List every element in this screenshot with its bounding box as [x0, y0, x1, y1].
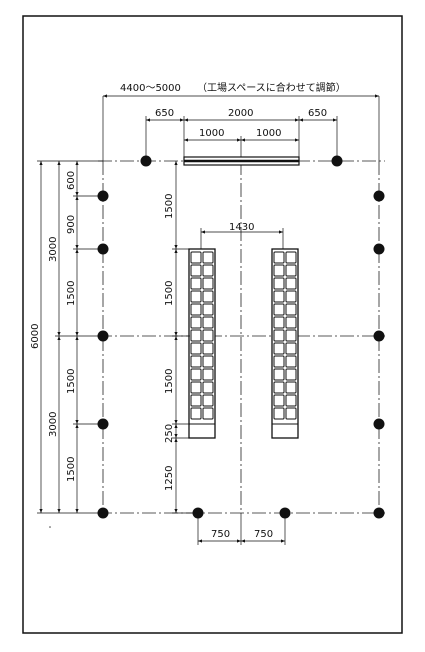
arrow-head	[180, 118, 184, 122]
arrow-head	[57, 332, 61, 336]
arrow-head	[57, 336, 61, 340]
arrow-head	[174, 424, 178, 428]
dim-half-right: 1000	[256, 128, 281, 139]
racks	[188, 248, 299, 439]
arrow-head	[174, 161, 178, 165]
arrow-head	[174, 245, 178, 249]
dim-inner-1250: 1250	[164, 466, 175, 491]
dim-seg-1500-b: 1500	[66, 369, 77, 394]
arrow-head	[146, 118, 150, 122]
arrow-head	[75, 196, 79, 200]
arrow-head	[237, 539, 241, 543]
arrow-head	[75, 245, 79, 249]
arrow-head	[281, 539, 285, 543]
dim-seg-1500-a: 1500	[66, 281, 77, 306]
dim-inner-1500-a: 1500	[164, 194, 175, 219]
center-lines	[98, 160, 385, 514]
dim-bottom-left: 750	[211, 529, 230, 540]
arrow-head	[198, 539, 202, 543]
arrow-head	[75, 424, 79, 428]
dim-inner-250: 250	[164, 424, 175, 443]
arrow-head	[295, 118, 299, 122]
arrow-head	[241, 539, 245, 543]
dim-center-span: 2000	[228, 108, 253, 119]
corner-mark	[49, 526, 51, 528]
dim-seg-900: 900	[66, 215, 77, 234]
overall-width-note: （工場スペースに合わせて調節）	[197, 81, 346, 94]
arrow-head	[201, 230, 205, 234]
arrow-head	[174, 420, 178, 424]
post	[373, 507, 385, 519]
post	[373, 190, 385, 202]
top-beam	[183, 156, 300, 166]
dim-inner-1500-c: 1500	[164, 369, 175, 394]
drawing-border	[22, 15, 403, 634]
arrow-head	[174, 509, 178, 513]
dim-seg-600: 600	[66, 171, 77, 190]
dimension-arrows	[39, 94, 379, 543]
arrow-head	[174, 249, 178, 253]
arrow-head	[237, 138, 241, 142]
dim-left-gap: 650	[155, 108, 174, 119]
rack-right	[271, 248, 299, 439]
arrow-head	[184, 118, 188, 122]
arrow-head	[241, 138, 245, 142]
arrow-head	[75, 420, 79, 424]
dim-lower-half: 3000	[48, 412, 59, 437]
dim-seg-1500-c: 1500	[66, 457, 77, 482]
posts	[97, 155, 385, 519]
arrow-head	[103, 94, 107, 98]
post	[373, 330, 385, 342]
arrow-head	[75, 509, 79, 513]
arrow-head	[174, 336, 178, 340]
arrow-head	[57, 161, 61, 165]
dim-total-height: 6000	[30, 324, 41, 349]
arrow-head	[174, 434, 178, 438]
arrow-head	[174, 438, 178, 442]
arrow-head	[279, 230, 283, 234]
arrow-head	[57, 509, 61, 513]
arrow-head	[39, 509, 43, 513]
rack-left	[188, 248, 216, 439]
arrow-head	[299, 118, 303, 122]
dim-inner-1500-b: 1500	[164, 281, 175, 306]
dim-rack-spacing: 1430	[229, 222, 254, 233]
arrow-head	[184, 138, 188, 142]
overall-width-label: 4400～5000	[120, 83, 181, 94]
post	[373, 243, 385, 255]
arrow-head	[174, 332, 178, 336]
dim-upper-half: 3000	[48, 237, 59, 262]
arrow-head	[39, 161, 43, 165]
dim-bottom-right: 750	[254, 529, 273, 540]
dim-right-gap: 650	[308, 108, 327, 119]
arrow-head	[75, 192, 79, 196]
arrow-head	[295, 138, 299, 142]
arrow-head	[75, 336, 79, 340]
post	[373, 418, 385, 430]
dim-half-left: 1000	[199, 128, 224, 139]
arrow-head	[75, 249, 79, 253]
arrow-head	[75, 161, 79, 165]
arrow-head	[333, 118, 337, 122]
arrow-head	[75, 332, 79, 336]
arrow-head	[375, 94, 379, 98]
